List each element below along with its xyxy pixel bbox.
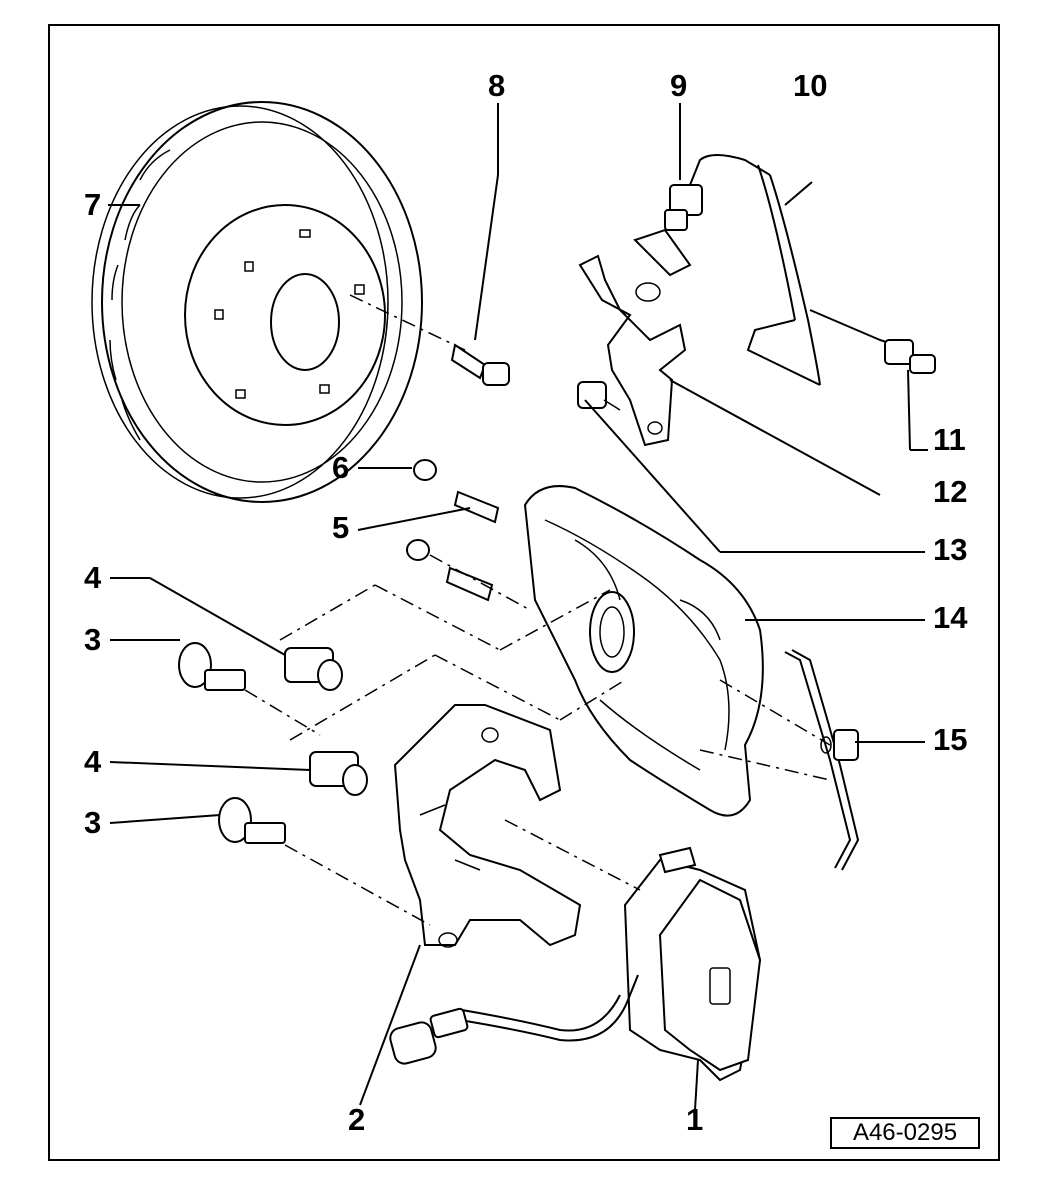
- brake-caliper: [523, 485, 764, 817]
- callout-4-lower: 4: [84, 744, 102, 779]
- wear-sensor: [389, 974, 639, 1065]
- brake-carrier: [393, 704, 582, 948]
- disc-screw: [450, 343, 510, 386]
- brake-disc: [91, 101, 423, 503]
- guide-parts-lower: [218, 751, 368, 844]
- brake-hose-assembly: [577, 154, 936, 447]
- callout-1: 1: [686, 1102, 703, 1137]
- reference-code-label: A46-0295: [830, 1117, 980, 1149]
- callout-9: 9: [670, 68, 687, 103]
- callout-8: 8: [488, 68, 505, 103]
- callout-3-upper: 3: [84, 622, 101, 657]
- callout-14: 14: [933, 600, 968, 635]
- callout-2: 2: [348, 1102, 365, 1137]
- brake-pads: [623, 846, 762, 1082]
- callout-15: 15: [933, 722, 967, 757]
- callout-12: 12: [933, 474, 967, 509]
- bleeder-parts: [406, 459, 500, 602]
- leader-lines: [108, 103, 928, 1111]
- retaining-spring: [784, 649, 860, 871]
- callout-13: 13: [933, 532, 967, 567]
- callout-numbers: 7 8 9 10 11 12 13 14 15 6 5 4 3 4 3 2 1: [84, 68, 968, 1137]
- guide-parts-upper: [178, 642, 343, 691]
- callout-3-lower: 3: [84, 805, 101, 840]
- callout-11: 11: [933, 422, 966, 457]
- callout-4-upper: 4: [84, 560, 102, 595]
- callout-6: 6: [332, 450, 349, 485]
- assembly-lines: [244, 554, 831, 926]
- callout-5: 5: [332, 510, 349, 545]
- callout-7: 7: [84, 187, 101, 222]
- callout-10: 10: [793, 68, 827, 103]
